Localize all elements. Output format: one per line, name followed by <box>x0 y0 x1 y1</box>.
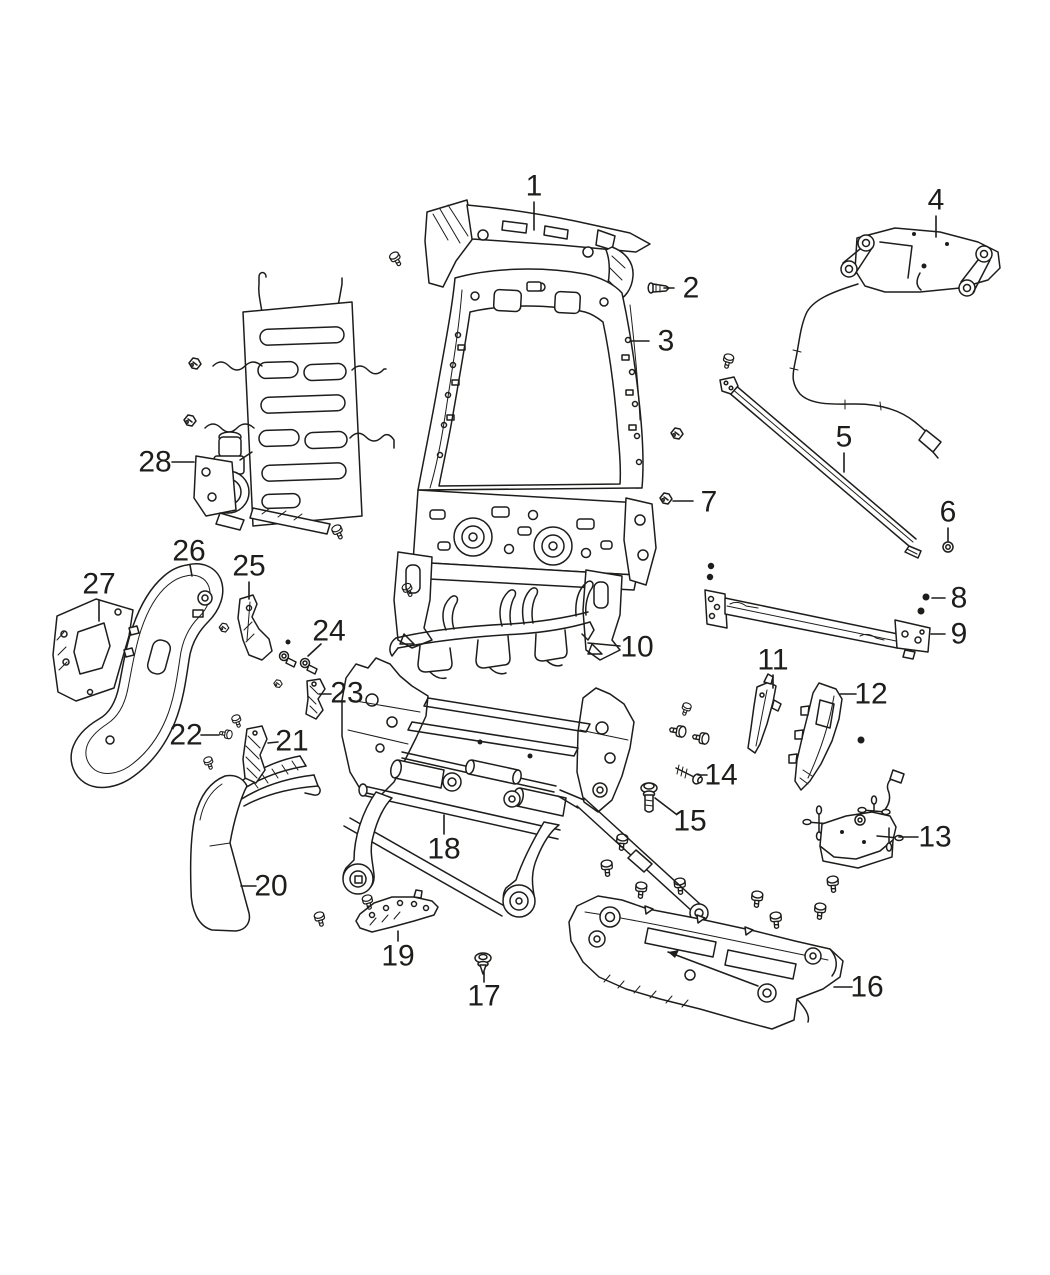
part-17-screw <box>474 952 492 975</box>
callout-label-22: 22 <box>169 719 202 752</box>
part-2-screw <box>647 282 670 294</box>
callout-label-1: 1 <box>526 170 543 203</box>
callout-leader-10 <box>587 642 621 647</box>
part-19-support-bracket <box>355 889 439 933</box>
callout-label-26: 26 <box>172 535 205 568</box>
part-23-bracket <box>305 678 326 720</box>
part-28-lumbar-suspension-mat <box>193 271 395 535</box>
part-4-lumbar-motor-unit <box>789 227 1001 459</box>
part-12-side-shield <box>788 682 865 791</box>
callout-label-2: 2 <box>683 272 700 305</box>
callout-label-28: 28 <box>138 446 171 479</box>
callout-label-12: 12 <box>854 678 887 711</box>
callout-label-10: 10 <box>620 631 653 664</box>
callout-label-14: 14 <box>704 759 737 792</box>
part-24-push-pins <box>278 639 318 675</box>
part-20-trim-cover <box>189 755 321 932</box>
part-6-nut <box>942 541 954 553</box>
callout-label-13: 13 <box>918 821 951 854</box>
callout-label-4: 4 <box>928 184 945 217</box>
part-26-outer-side-shield <box>70 563 224 789</box>
callout-leader-15 <box>654 797 677 815</box>
callout-label-21: 21 <box>275 725 308 758</box>
callout-label-9: 9 <box>951 618 968 651</box>
callout-label-7: 7 <box>701 486 718 519</box>
callout-label-20: 20 <box>254 870 287 903</box>
callout-leader-24 <box>307 643 322 657</box>
part-10-cushion-wire-frame <box>389 580 595 680</box>
callout-leader-21 <box>267 741 279 744</box>
part-15-bolt <box>640 782 658 813</box>
part-5-recliner-rod <box>719 376 922 559</box>
part-25-bracket <box>237 594 273 661</box>
callout-label-27: 27 <box>82 568 115 601</box>
part-13-track-motor <box>802 769 905 869</box>
part-21-bracket <box>242 725 268 784</box>
part-22-screw <box>218 728 234 740</box>
part-14-screw <box>675 764 703 785</box>
part-9-crossmember <box>704 589 931 660</box>
part-8-rivets <box>706 562 930 615</box>
callout-label-19: 19 <box>381 940 414 973</box>
callout-label-18: 18 <box>427 833 460 866</box>
callout-label-3: 3 <box>658 325 675 358</box>
callout-label-6: 6 <box>940 496 957 529</box>
part-3-seat-back-frame <box>393 268 657 661</box>
callout-label-23: 23 <box>330 677 363 710</box>
callout-leader-26 <box>189 564 193 577</box>
callout-label-11: 11 <box>757 644 788 677</box>
callout-label-15: 15 <box>673 805 706 838</box>
part-18-seat-adjuster <box>341 657 709 923</box>
part-27-inner-shield-panel <box>52 598 140 702</box>
part-7-retainer-clips <box>659 427 684 505</box>
callout-label-17: 17 <box>467 980 500 1013</box>
part-1-headrest-bracket <box>424 199 651 303</box>
part-11-bracket <box>747 673 782 754</box>
callout-label-8: 8 <box>951 582 968 615</box>
callout-label-16: 16 <box>850 971 883 1004</box>
callout-label-5: 5 <box>836 421 853 454</box>
part-16-riser-bracket <box>568 895 844 1030</box>
callout-label-25: 25 <box>232 550 265 583</box>
callout-label-24: 24 <box>312 615 345 648</box>
